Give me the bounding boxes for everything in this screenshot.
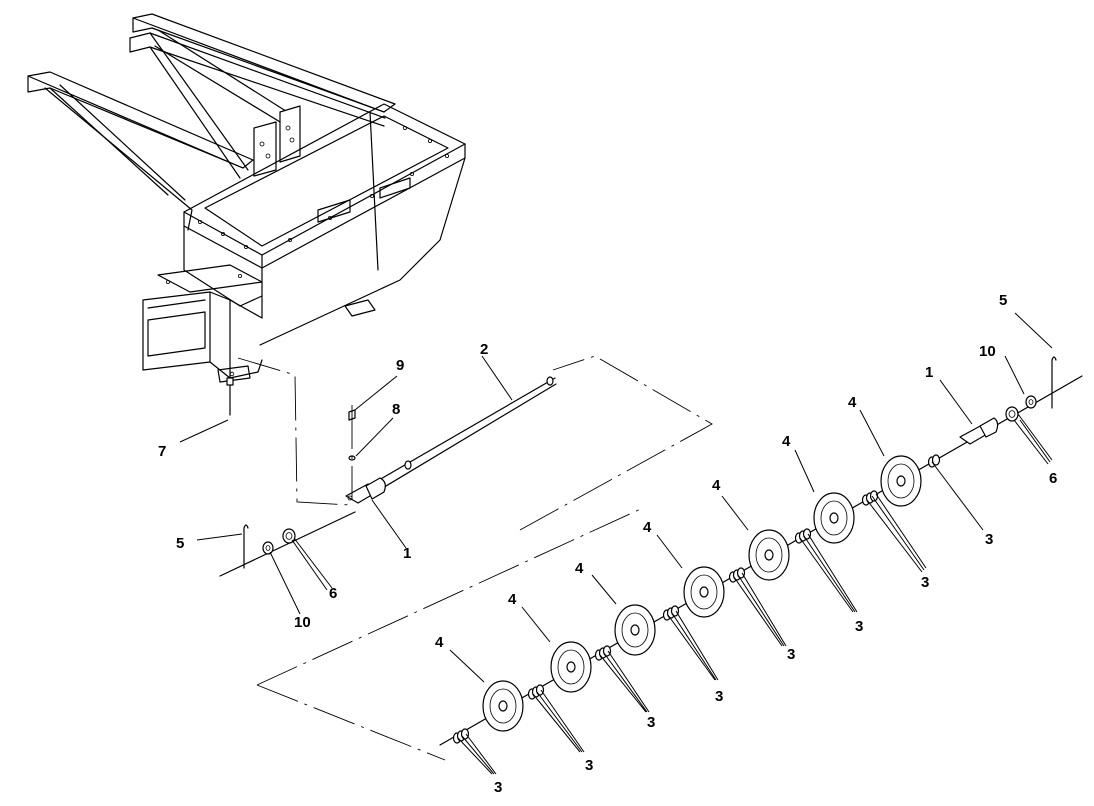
- spacer-5: [728, 567, 746, 583]
- callout-8: 8: [392, 401, 400, 418]
- callout-9: 9: [396, 357, 404, 374]
- callout-1-right: 1: [925, 364, 933, 381]
- callout-10-right: 10: [979, 343, 996, 360]
- callout-3-a: 3: [985, 531, 993, 548]
- callout-7: 7: [158, 443, 166, 460]
- callout-5-left: 5: [176, 535, 184, 552]
- hopper-frame: [27, 13, 466, 383]
- callout-3-d: 3: [787, 646, 795, 663]
- left-hardware: [226, 377, 386, 569]
- callout-4-c: 4: [712, 477, 721, 494]
- disc-5: [748, 529, 790, 581]
- spacer-2: [527, 684, 545, 700]
- callout-3-g: 3: [585, 757, 593, 774]
- callout-6-right: 6: [1049, 470, 1057, 487]
- spacer-3: [594, 645, 612, 661]
- phantom-lines: [237, 355, 713, 761]
- callout-10-left: 10: [294, 614, 311, 631]
- spacers: [452, 454, 941, 744]
- callout-4-b: 4: [782, 433, 791, 450]
- callout-4-f: 4: [508, 591, 517, 608]
- callout-4-g: 4: [435, 634, 444, 651]
- leader-lines: [179, 312, 1053, 775]
- discs: [482, 455, 922, 732]
- spacer-7: [861, 490, 879, 506]
- callout-4-d: 4: [643, 519, 652, 536]
- spacer-6: [794, 528, 812, 544]
- callout-2: 2: [480, 341, 488, 358]
- callout-3-b: 3: [921, 574, 929, 591]
- right-hardware: [959, 356, 1057, 445]
- callout-6-left: 6: [329, 585, 337, 602]
- disc-2: [550, 641, 592, 693]
- disc-1: [482, 680, 524, 732]
- callout-4-e: 4: [575, 560, 584, 577]
- disc-4: [683, 566, 725, 618]
- callout-4-a: 4: [848, 394, 857, 411]
- spacer-4: [662, 605, 680, 621]
- disc-3: [614, 604, 656, 656]
- callout-labels: 5 10 1 4 4 6 3 2 9 8 7 4 4 3 4 3 1 5 6 4…: [158, 292, 1057, 796]
- shafts: [219, 375, 1083, 746]
- disc-6: [813, 492, 855, 544]
- callout-1-left: 1: [403, 545, 411, 562]
- callout-3-h: 3: [494, 779, 502, 796]
- disc-7: [880, 455, 922, 507]
- callout-5-right: 5: [999, 292, 1007, 309]
- callout-3-c: 3: [855, 618, 863, 635]
- callout-3-e: 3: [715, 688, 723, 705]
- callout-3-f: 3: [647, 714, 655, 731]
